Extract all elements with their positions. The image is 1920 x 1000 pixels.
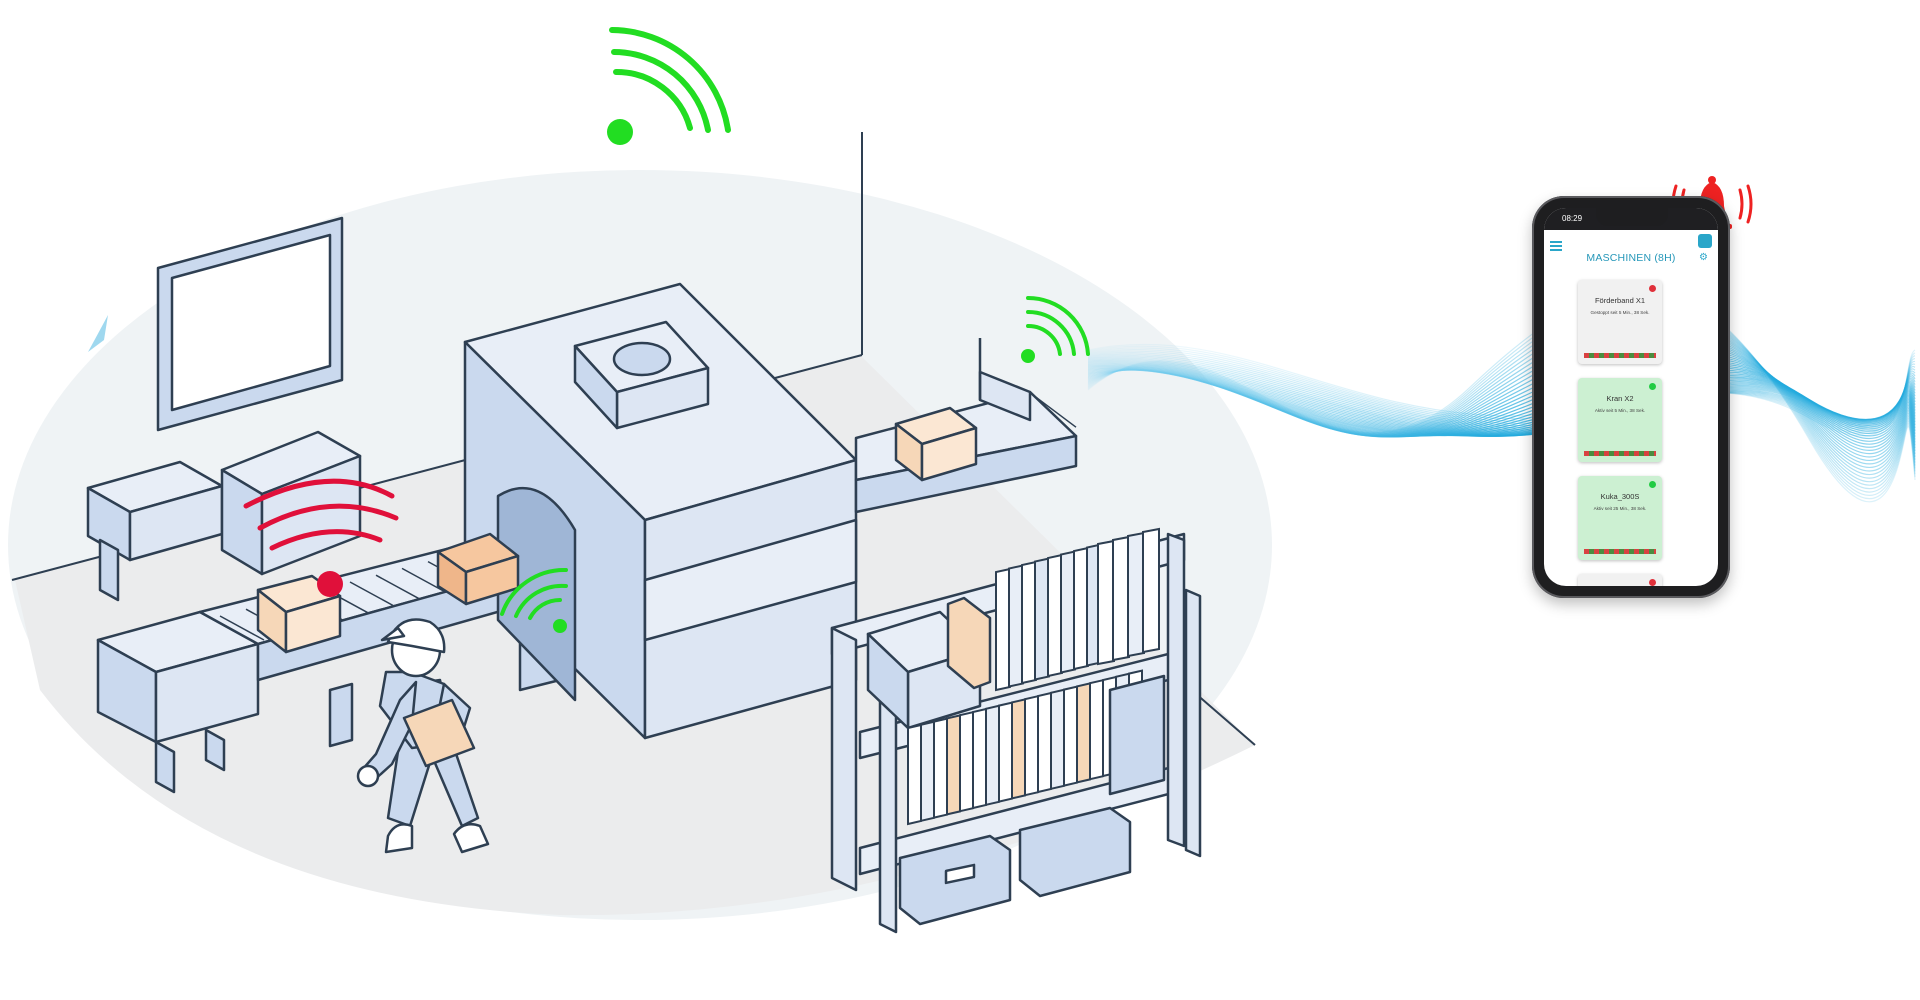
uptime-bar	[1584, 549, 1656, 554]
binder	[920, 720, 935, 823]
roller	[401, 567, 447, 594]
status-time: 08:29	[1562, 214, 1583, 223]
machine-status: Aktiv seit 5 Min., 38 Sek.	[1594, 408, 1646, 413]
machine-name: Kuka_300S	[1600, 492, 1640, 501]
binder	[998, 701, 1013, 803]
app-title: MASCHINEN (8H)	[1586, 252, 1676, 264]
machine-card[interactable]: Kran X2 Aktiv seit 5 Min., 38 Sek.	[1578, 378, 1662, 462]
binder	[1047, 553, 1063, 678]
wifi-signal-top-dot	[607, 119, 633, 145]
binder	[1076, 682, 1091, 784]
binder	[985, 704, 1000, 807]
binder	[1050, 688, 1065, 791]
binder	[1008, 564, 1024, 688]
binder	[1127, 531, 1145, 658]
wall-monitor	[156, 216, 344, 432]
binder	[1073, 546, 1089, 671]
roller	[375, 574, 421, 600]
wifi-signal-right	[1021, 295, 1090, 363]
binder	[1037, 691, 1052, 794]
left-tables	[86, 430, 362, 602]
notification-bell-icon[interactable]	[1698, 234, 1712, 248]
binder	[1011, 698, 1026, 800]
uptime-bar	[1584, 451, 1656, 456]
status-dot	[1649, 481, 1656, 488]
binder	[1021, 560, 1037, 685]
machine-status: Gestoppt seit 5 Min., 38 Sek.	[1590, 310, 1650, 315]
storage-crates	[898, 674, 1166, 926]
binder	[1063, 685, 1078, 787]
binder	[1089, 678, 1104, 781]
binder	[1034, 557, 1050, 681]
wifi-signal-conveyor	[500, 567, 568, 633]
binder	[1142, 527, 1160, 654]
roller	[349, 581, 395, 607]
binder	[907, 723, 922, 826]
phone-screen: 08:29 MASCHINEN (8H) ⚙ Förderband X1 Ges…	[1544, 208, 1718, 586]
status-dot	[1649, 579, 1656, 586]
binder	[1112, 535, 1130, 662]
hamburger-menu-icon[interactable]	[1550, 241, 1562, 251]
binder	[1097, 539, 1115, 666]
machine-card-list: Förderband X1 Gestoppt seit 5 Min., 38 S…	[1578, 280, 1662, 586]
alert-signal	[243, 478, 399, 597]
machine-name: Förderband X1	[1594, 296, 1646, 305]
xray-machine	[463, 282, 858, 740]
binder	[972, 707, 987, 810]
status-dot	[1649, 285, 1656, 292]
machine-name: Kran X2	[1606, 394, 1634, 403]
settings-icon[interactable]: ⚙	[1699, 252, 1708, 263]
machine-card[interactable]: Förderband X1 Gestoppt seit 5 Min., 38 S…	[1578, 280, 1662, 364]
binder	[1060, 550, 1076, 674]
roller	[219, 615, 265, 641]
binder	[959, 710, 974, 813]
binder	[933, 717, 948, 819]
status-dot	[1649, 383, 1656, 390]
wifi-signal-top	[607, 27, 731, 145]
binder	[946, 714, 961, 816]
machine-card[interactable]	[1578, 574, 1662, 586]
roller	[1035, 396, 1077, 428]
smartphone: 08:29 MASCHINEN (8H) ⚙ Förderband X1 Ges…	[1532, 196, 1730, 598]
machine-card[interactable]: Kuka_300S Aktiv seit 25 Min., 38 Sek.	[1578, 476, 1662, 560]
phone-notch	[1596, 208, 1668, 226]
machine-status: Aktiv seit 25 Min., 38 Sek.	[1593, 506, 1647, 511]
binder	[995, 567, 1011, 692]
worker-figure	[356, 618, 490, 854]
left-wave-fragment	[88, 315, 108, 352]
uptime-bar	[1584, 353, 1656, 358]
binder	[1024, 694, 1039, 797]
